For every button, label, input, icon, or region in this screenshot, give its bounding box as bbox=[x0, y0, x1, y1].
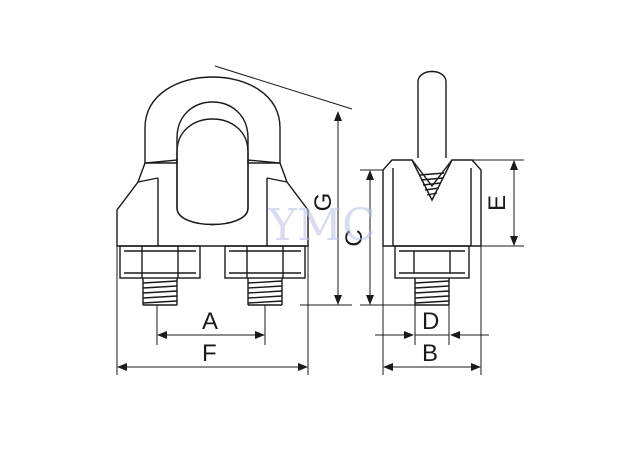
watermark-logo: YMC bbox=[267, 200, 376, 251]
dimension-c-label: C bbox=[341, 229, 368, 246]
side-nut bbox=[394, 245, 470, 279]
dimension-a-label: A bbox=[202, 308, 218, 335]
side-thread bbox=[414, 278, 450, 306]
side-dimensions bbox=[360, 159, 524, 375]
u-bolt bbox=[144, 76, 281, 164]
nut-right bbox=[224, 245, 306, 279]
thread-right bbox=[247, 278, 283, 306]
dimension-d-label: D bbox=[422, 308, 439, 335]
side-saddle-body bbox=[382, 159, 482, 247]
dimension-e-label: E bbox=[484, 195, 511, 211]
dimension-f-label: F bbox=[202, 340, 217, 367]
side-view bbox=[382, 70, 482, 306]
nut-left bbox=[119, 245, 201, 279]
front-dimensions bbox=[116, 65, 353, 375]
bolt-stem bbox=[417, 70, 447, 158]
u-bolt-slot bbox=[176, 118, 249, 226]
dimension-b-label: B bbox=[422, 340, 438, 367]
saddle-body bbox=[116, 159, 309, 247]
dimension-g-label: G bbox=[310, 193, 337, 212]
side-thread-top bbox=[419, 172, 445, 196]
front-view bbox=[116, 76, 309, 306]
thread-left bbox=[142, 278, 178, 306]
